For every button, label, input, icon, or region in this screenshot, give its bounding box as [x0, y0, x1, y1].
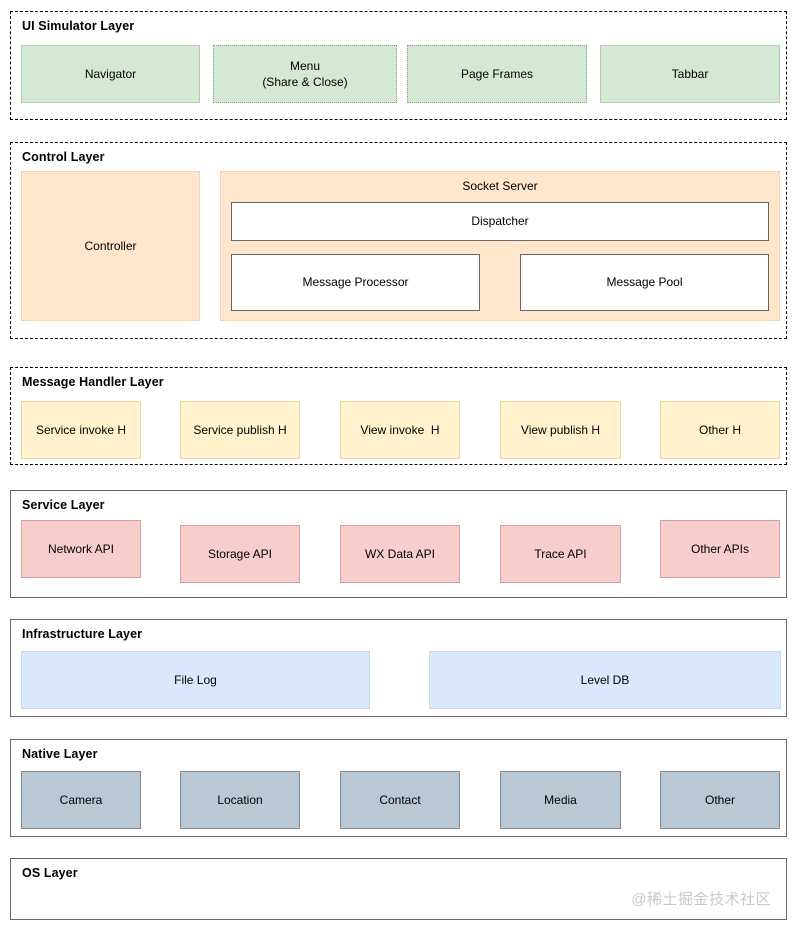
layer-infrastructure: Infrastructure Layer File Log Level DB [10, 619, 787, 717]
layer-title: OS Layer [22, 866, 78, 880]
box-label: Network API [47, 541, 115, 556]
box-dispatcher: Dispatcher [231, 202, 769, 241]
box-view-invoke-handler: View invoke H [340, 401, 460, 459]
watermark: @稀土掘金技术社区 [631, 891, 771, 908]
box-navigator: Navigator [21, 45, 200, 103]
box-contact: Contact [340, 771, 460, 829]
box-storage-api: Storage API [180, 525, 300, 583]
layer-title: UI Simulator Layer [22, 19, 135, 33]
box-label: Service publish H [193, 422, 287, 437]
group-socket-server: Socket Server Dispatcher Message Process… [220, 171, 780, 321]
box-page-frames: Page Frames [407, 45, 587, 103]
box-label: Page Frames [460, 66, 534, 81]
layer-service: Service Layer Network API Storage API WX… [10, 490, 787, 598]
layer-title: Message Handler Layer [22, 375, 164, 389]
box-message-processor: Message Processor [231, 254, 480, 311]
layer-title: Native Layer [22, 747, 98, 761]
box-controller: Controller [21, 171, 200, 321]
box-label: Level DB [580, 672, 630, 687]
box-label: Media [544, 792, 577, 807]
layer-native: Native Layer Camera Location Contact Med… [10, 739, 787, 837]
box-view-publish-handler: View publish H [500, 401, 621, 459]
box-label: Camera [59, 792, 103, 807]
box-label: Tabbar [671, 66, 709, 81]
box-menu: Menu (Share & Close) [213, 45, 397, 103]
box-label: Controller [84, 238, 137, 253]
layer-control: Control Layer Controller Socket Server D… [10, 142, 787, 339]
layer-message-handler: Message Handler Layer Service invoke H S… [10, 367, 787, 465]
box-label: Navigator [84, 66, 137, 81]
box-label: Other H [698, 422, 741, 437]
box-label: Menu (Share & Close) [262, 58, 348, 89]
box-label: File Log [174, 672, 217, 687]
layer-title: Control Layer [22, 150, 105, 164]
box-file-log: File Log [21, 651, 370, 709]
box-label: Message Processor [302, 275, 409, 290]
box-other-apis: Other APIs [660, 520, 780, 578]
box-message-pool: Message Pool [520, 254, 769, 311]
box-tabbar: Tabbar [600, 45, 780, 103]
box-location: Location [180, 771, 300, 829]
layer-title: Service Layer [22, 498, 105, 512]
box-other-handler: Other H [660, 401, 780, 459]
box-label: Message Pool [606, 275, 683, 290]
box-label: Other APIs [690, 541, 750, 556]
box-label: Dispatcher [471, 214, 529, 229]
box-label: View publish H [520, 422, 601, 437]
box-trace-api: Trace API [500, 525, 621, 583]
layer-title: Infrastructure Layer [22, 627, 143, 641]
box-camera: Camera [21, 771, 141, 829]
box-level-db: Level DB [429, 651, 781, 709]
box-media: Media [500, 771, 621, 829]
box-label: View invoke H [360, 422, 440, 437]
box-label: Trace API [534, 546, 587, 561]
box-label: Storage API [207, 546, 273, 561]
box-label: WX Data API [364, 546, 436, 561]
box-other: Other [660, 771, 780, 829]
box-service-invoke-handler: Service invoke H [21, 401, 141, 459]
layer-os: OS Layer @稀土掘金技术社区 [10, 858, 787, 920]
socket-server-title: Socket Server [462, 179, 538, 193]
box-label: Location [217, 792, 263, 807]
box-label: Service invoke H [35, 422, 127, 437]
layer-ui-simulator: UI Simulator Layer Navigator Menu (Share… [10, 11, 787, 120]
box-service-publish-handler: Service publish H [180, 401, 300, 459]
box-network-api: Network API [21, 520, 141, 578]
box-label: Other [704, 792, 735, 807]
box-wx-data-api: WX Data API [340, 525, 460, 583]
box-label: Contact [379, 792, 421, 807]
